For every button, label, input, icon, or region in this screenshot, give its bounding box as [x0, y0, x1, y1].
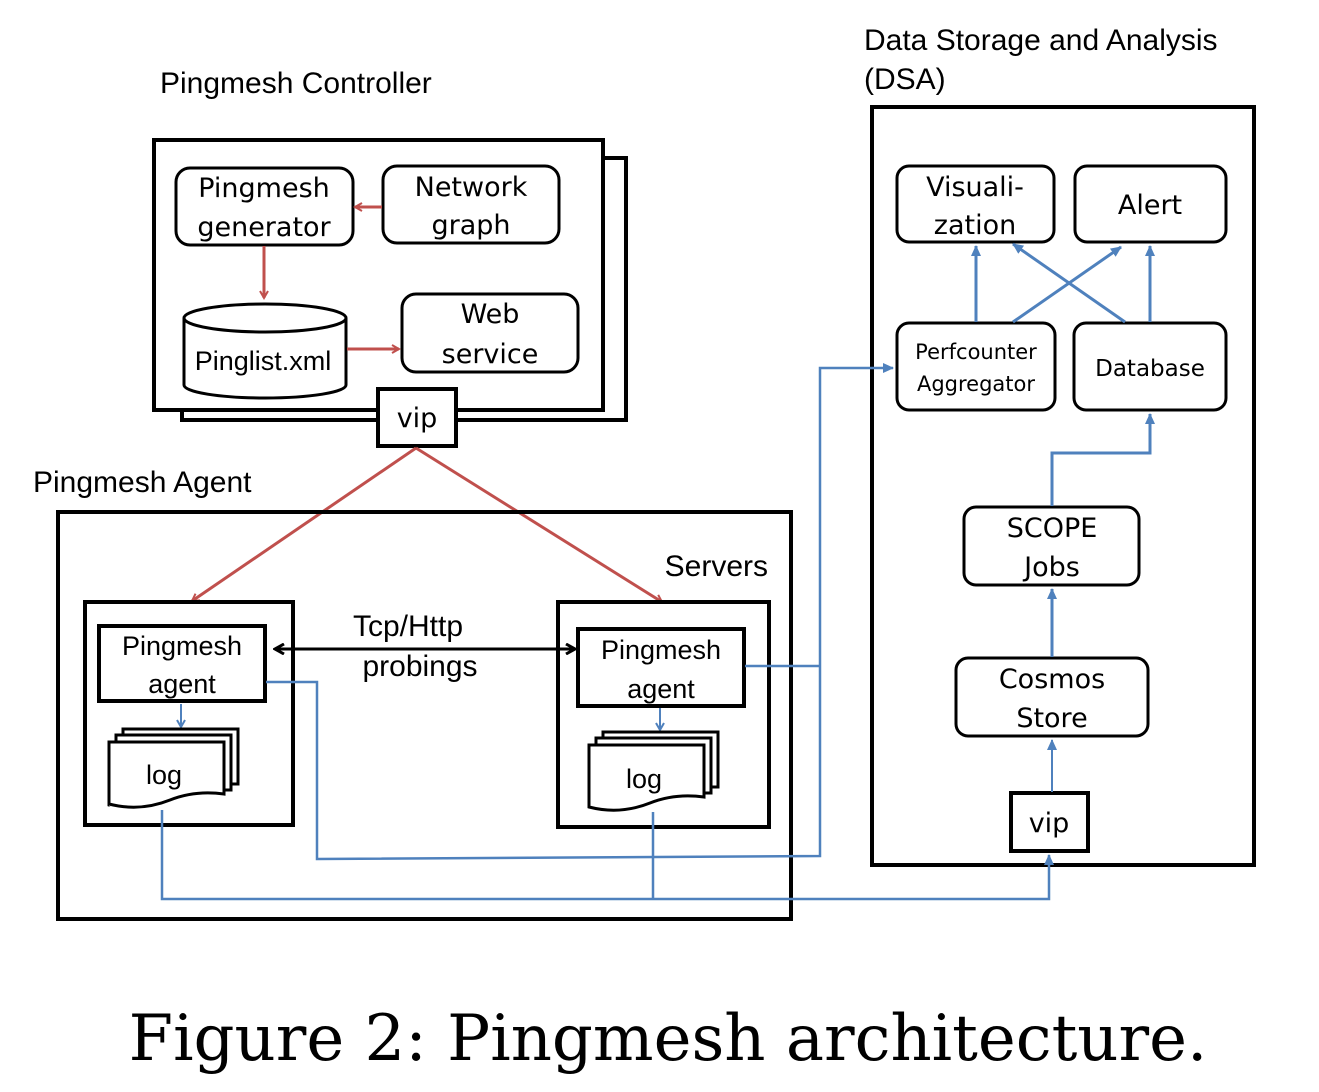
vip-to-right-server-arrow [415, 446, 662, 604]
dsa-vip-label: vip [1029, 808, 1070, 839]
right-pingmesh-agent-node: Pingmesh agent [576, 627, 746, 708]
pinglist-database-cylinder: Pinglist.xml [182, 302, 348, 400]
web-service-node: Web service [400, 292, 580, 374]
dsa-title-line-2: (DSA) [864, 63, 946, 96]
dsa-title-line-1: Data Storage and Analysis [864, 24, 1218, 57]
web-service-label-1: Web [461, 299, 520, 330]
agent-box [56, 510, 793, 921]
agent-title: Pingmesh Agent [33, 466, 252, 499]
dsa-vip-node: vip [1009, 791, 1090, 853]
right-log-label: log [626, 764, 662, 794]
controller-vip-label: vip [397, 403, 438, 434]
left-agent-to-perfcounter-line [266, 363, 894, 861]
left-log-to-dsa-vip-line [160, 810, 1054, 901]
pingmesh-generator-node: Pingmesh generator [174, 166, 355, 247]
network-graph-label-1: Network [415, 172, 528, 203]
cosmos-label-2: Store [1016, 703, 1087, 734]
left-log-document-stack: log [107, 727, 240, 809]
scope-label-1: SCOPE [1007, 513, 1098, 544]
pinglist-label: Pinglist.xml [195, 346, 332, 376]
perfcounter-label-1: Perfcounter [915, 340, 1037, 364]
generator-label-1: Pingmesh [198, 173, 330, 204]
dsa-box [870, 105, 1256, 867]
cosmos-store-node: Cosmos Store [954, 656, 1150, 738]
web-service-label-2: service [442, 339, 539, 370]
database-node: Database [1072, 321, 1228, 412]
right-log-document-stack: log [587, 730, 720, 812]
servers-label: Servers [665, 550, 768, 583]
network-graph-label-2: graph [431, 210, 510, 241]
left-agent-label-1: Pingmesh [122, 631, 242, 661]
visualization-label-2: zation [934, 210, 1016, 241]
network-graph-node: Network graph [381, 164, 561, 245]
probe-label-1: Tcp/Http [353, 610, 463, 643]
right-agent-label-1: Pingmesh [601, 635, 721, 665]
scope-label-2: Jobs [1022, 552, 1080, 583]
generator-label-2: generator [197, 212, 331, 243]
alert-label: Alert [1118, 190, 1182, 221]
perfcounter-to-alert-arrow [1012, 245, 1122, 324]
controller-vip-node: vip [376, 387, 458, 448]
scope-jobs-node: SCOPE Jobs [962, 505, 1141, 587]
perfcounter-aggregator-node: Perfcounter Aggregator [895, 321, 1057, 412]
left-pingmesh-agent-node: Pingmesh agent [97, 624, 267, 703]
left-log-label: log [146, 760, 182, 790]
vip-to-left-server-arrow [192, 446, 417, 603]
scope-to-database-arrow [1050, 413, 1155, 506]
alert-node: Alert [1073, 164, 1228, 244]
visualization-label-1: Visuali- [926, 172, 1024, 203]
database-to-visualization-arrow [1012, 242, 1126, 324]
right-agent-label-2: agent [627, 674, 695, 704]
cosmos-label-1: Cosmos [999, 664, 1105, 695]
probe-label-2: probings [362, 650, 477, 683]
database-label: Database [1095, 356, 1205, 382]
perfcounter-label-2: Aggregator [917, 372, 1035, 396]
left-agent-label-2: agent [148, 669, 216, 699]
controller-title: Pingmesh Controller [160, 67, 432, 100]
visualization-node: Visuali- zation [895, 164, 1056, 244]
figure-caption: Figure 2: Pingmesh architecture. [129, 1002, 1208, 1076]
